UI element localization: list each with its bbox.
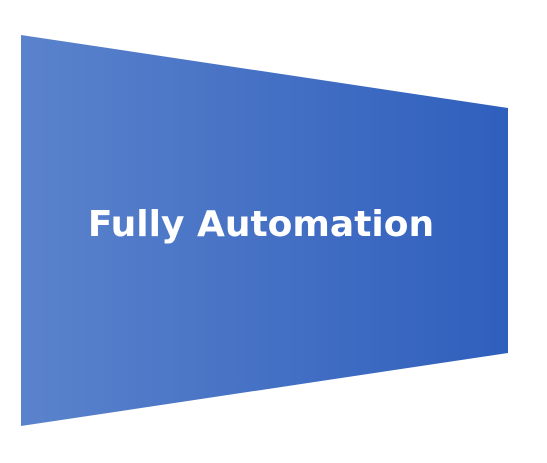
shape-label: Fully Automation	[88, 204, 434, 245]
trapezoid-shape[interactable]	[21, 35, 508, 426]
